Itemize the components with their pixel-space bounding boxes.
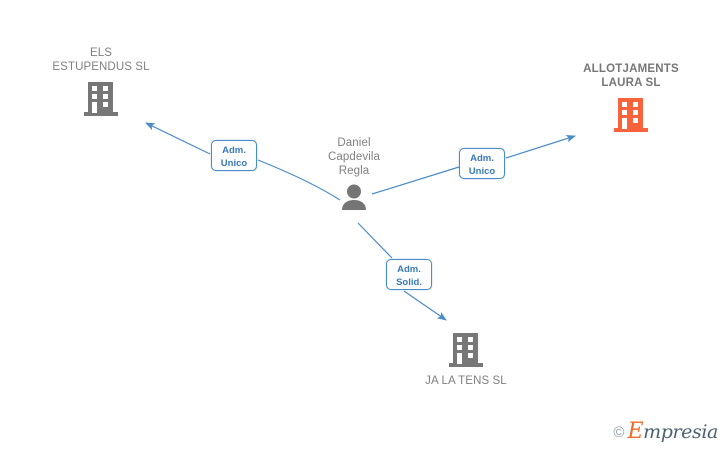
copyright-icon: © — [613, 423, 625, 441]
edge-label-adm-unico-allotjaments[interactable]: Adm. Unico — [459, 148, 505, 179]
brand-wordmark: Empresia — [627, 419, 718, 444]
brand-initial: E — [627, 419, 644, 444]
brand-rest: mpresia — [643, 421, 718, 443]
building-icon — [84, 82, 118, 116]
node-label-allotjaments-laura: ALLOTJAMENTS LAURA SL — [583, 63, 679, 89]
building-icon — [449, 333, 483, 367]
node-label-person: Daniel Capdevila Regla — [327, 137, 381, 177]
node-ja-la-tens[interactable]: JA LA TENS SL — [406, 332, 526, 388]
person-icon — [342, 184, 366, 210]
node-allotjaments-laura[interactable]: ALLOTJAMENTS LAURA SL — [571, 62, 691, 133]
node-label-ja-la-tens: JA LA TENS SL — [425, 375, 507, 387]
node-els-estupendus[interactable]: ELS ESTUPENDUS SL — [41, 46, 161, 117]
building-icon — [614, 98, 648, 132]
node-label-els-estupendus: ELS ESTUPENDUS SL — [52, 47, 150, 73]
empresia-watermark: © Empresia — [613, 419, 718, 444]
edge-label-adm-unico-els[interactable]: Adm. Unico — [211, 140, 257, 171]
edge-label-adm-solid-jalatens[interactable]: Adm. Solid. — [386, 259, 432, 290]
node-person-daniel-capdevila-regla[interactable]: Daniel Capdevila Regla — [294, 136, 414, 210]
